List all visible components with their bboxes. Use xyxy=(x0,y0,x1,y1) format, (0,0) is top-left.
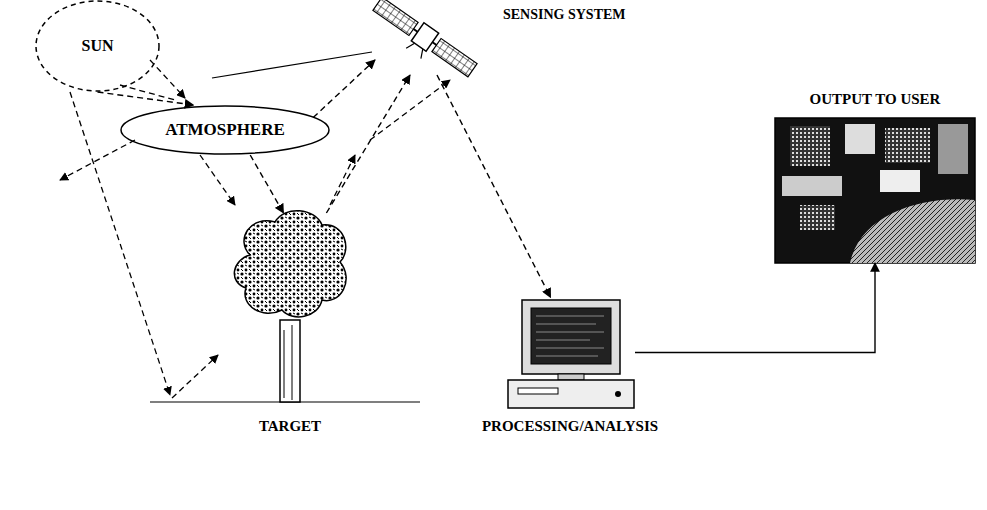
sensing-system: SENSING SYSTEM xyxy=(375,0,475,75)
connector-arrow xyxy=(326,75,410,213)
target-tree: TARGET xyxy=(225,205,355,405)
connector-arrow xyxy=(313,60,375,118)
connector-arrow xyxy=(250,155,283,213)
processing-computer: PROCESSING/ANALYSIS xyxy=(505,295,635,410)
node-label: ATMOSPHERE xyxy=(165,120,285,140)
node-label: TARGET xyxy=(259,418,321,435)
node-label: SUN xyxy=(81,37,113,55)
output-image: OUTPUT TO USER xyxy=(775,118,975,263)
connector-arrow xyxy=(635,263,875,353)
computer xyxy=(508,300,634,408)
node-label: PROCESSING/ANALYSIS xyxy=(482,418,658,435)
node-label: OUTPUT TO USER xyxy=(810,91,941,108)
connector-arrow xyxy=(98,92,194,105)
light-rays xyxy=(60,60,450,398)
tree xyxy=(234,211,346,402)
connector-arrow xyxy=(437,75,551,297)
satellite xyxy=(366,0,479,87)
output-image xyxy=(775,118,975,263)
sun-circle: SUN xyxy=(35,0,160,92)
atmosphere-ellipse: ATMOSPHERE xyxy=(120,105,330,155)
node-label: SENSING SYSTEM xyxy=(503,7,626,23)
direct-ray xyxy=(212,52,372,78)
